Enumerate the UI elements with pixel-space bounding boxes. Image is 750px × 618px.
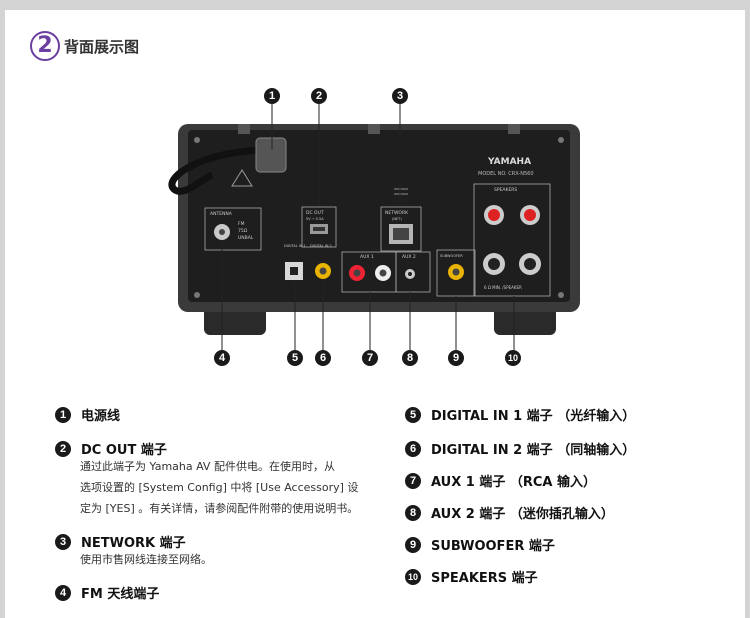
- callout-4: 4: [214, 350, 230, 366]
- legend-item-dc-out: 2 DC OUT 端子: [55, 439, 167, 458]
- legend-number: 6: [405, 440, 421, 457]
- legend-number: 10: [405, 568, 421, 585]
- legend-number: 3: [55, 533, 71, 550]
- legend-item-subwoofer: 9 SUBWOOFER 端子: [405, 535, 555, 554]
- power-cord-strain-relief: [255, 137, 287, 173]
- left-foot: [204, 305, 266, 335]
- legend-label: DIGITAL IN 1 端子 （光纤输入）: [431, 409, 636, 424]
- callout-8: 8: [402, 350, 418, 366]
- legend-label: DC OUT 端子: [81, 443, 167, 458]
- legend-number: 8: [405, 504, 421, 521]
- svg-text:AUX 1: AUX 1: [360, 254, 374, 260]
- legend-label: DIGITAL IN 2 端子 （同轴输入）: [431, 443, 636, 458]
- right-foot: [494, 305, 556, 335]
- legend-number: 5: [405, 406, 421, 423]
- svg-text:DC OUT: DC OUT: [306, 210, 324, 216]
- legend-item-speakers: 10 SPEAKERS 端子: [405, 567, 538, 586]
- svg-text:5V ⎓ 0.5A: 5V ⎓ 0.5A: [306, 217, 324, 221]
- callout-7: 7: [362, 350, 378, 366]
- callout-2: 2: [311, 88, 327, 104]
- svg-text:FM: FM: [238, 221, 245, 227]
- legend-item-network: 3 NETWORK 端子: [55, 532, 186, 551]
- legend-number: 7: [405, 472, 421, 489]
- legend-item-power-cord: 1 电源线: [55, 405, 120, 424]
- callout-6: 6: [315, 350, 331, 366]
- model-label: MODEL NO. CRX-N560: [478, 171, 534, 177]
- rear-panel: [188, 130, 570, 302]
- svg-text:SUBWOOFER: SUBWOOFER: [440, 254, 463, 258]
- legend-number: 1: [55, 406, 71, 423]
- callout-1: 1: [264, 88, 280, 104]
- legend-item-fm-antenna: 4 FM 天线端子: [55, 583, 159, 602]
- svg-text:ANTENNA: ANTENNA: [210, 211, 233, 217]
- section-header: 2 背面展示图: [30, 31, 139, 61]
- legend-label: AUX 2 端子 （迷你插孔输入）: [431, 507, 614, 522]
- legend-label: AUX 1 端子 （RCA 输入）: [431, 475, 597, 490]
- legend-item-digital-in2: 6 DIGITAL IN 2 端子 （同轴输入）: [405, 439, 635, 458]
- svg-text:6 Ω MIN. /SPEAKER: 6 Ω MIN. /SPEAKER: [484, 285, 522, 290]
- svg-text:SPEAKERS: SPEAKERS: [494, 187, 517, 193]
- svg-text:UNBAL: UNBAL: [238, 235, 254, 241]
- section-title: 背面展示图: [64, 37, 140, 56]
- legend-number: 9: [405, 536, 421, 553]
- svg-text:75Ω: 75Ω: [238, 228, 248, 234]
- section-number-badge: 2: [30, 31, 60, 61]
- power-cord: [168, 146, 271, 195]
- legend-item-aux1: 7 AUX 1 端子 （RCA 输入）: [405, 471, 596, 490]
- svg-text:AUX 2: AUX 2: [402, 254, 416, 260]
- legend-label: SUBWOOFER 端子: [431, 539, 555, 554]
- dc-out-description: 通过此端子为 Yamaha AV 配件供电。在使用时，从 选项设置的 [Syst…: [80, 460, 359, 515]
- callout-3: 3: [392, 88, 408, 104]
- svg-text:NETWORK: NETWORK: [385, 210, 409, 216]
- legend-label: 电源线: [81, 409, 121, 424]
- callout-5: 5: [287, 350, 303, 366]
- network-description: 使用市售网线连接至网络。: [80, 553, 212, 566]
- svg-text:(NET): (NET): [392, 217, 402, 221]
- legend-label: SPEAKERS 端子: [431, 571, 538, 586]
- legend-item-aux2: 8 AUX 2 端子 （迷你插孔输入）: [405, 503, 614, 522]
- svg-text:DIGITAL IN 1: DIGITAL IN 1: [284, 244, 306, 248]
- legend-label: FM 天线端子: [81, 587, 160, 602]
- page: [5, 10, 745, 618]
- legend-number: 2: [55, 440, 71, 457]
- legend-item-digital-in1: 5 DIGITAL IN 1 端子 （光纤输入）: [405, 405, 635, 424]
- legend-label: NETWORK 端子: [81, 536, 186, 551]
- legend-number: 4: [55, 584, 71, 601]
- brand-label: YAMAHA: [487, 157, 531, 167]
- callout-9: 9: [448, 350, 464, 366]
- svg-text:DIGITAL IN 2: DIGITAL IN 2: [310, 244, 332, 248]
- callout-10: 10: [505, 350, 521, 366]
